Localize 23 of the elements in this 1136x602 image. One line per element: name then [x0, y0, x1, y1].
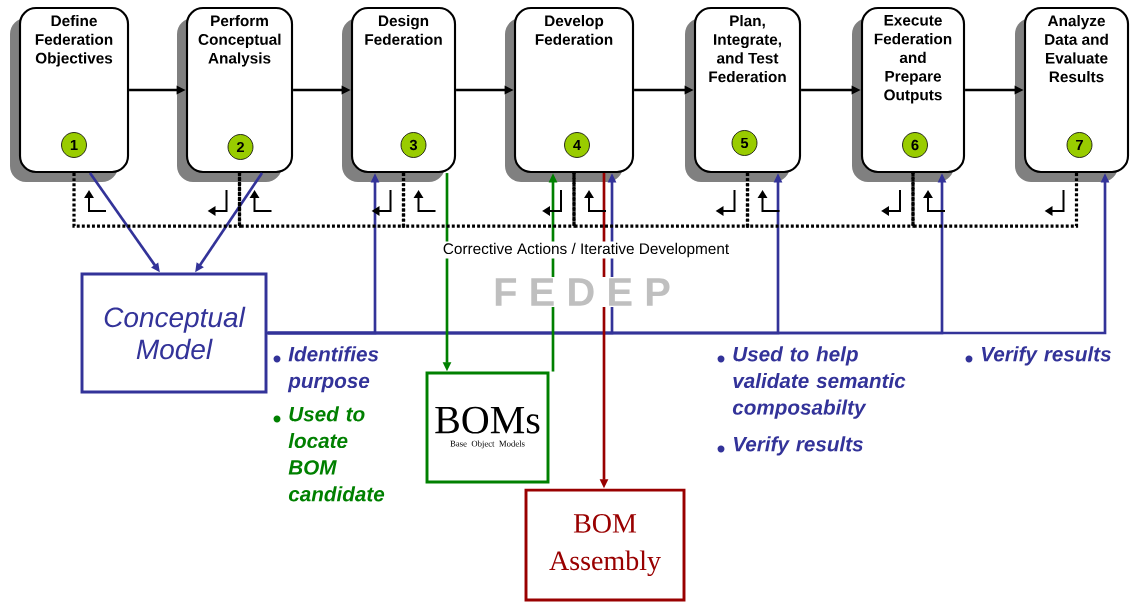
note-text: Verify results [734, 436, 863, 456]
step-number: 7 [1066, 132, 1093, 158]
feedback-line [72, 173, 242, 228]
feedback-line [401, 173, 576, 228]
step-number: 4 [564, 132, 590, 158]
assembly-box: BOM Assembly [524, 488, 686, 602]
note-text: Verify results [982, 346, 1111, 366]
note-text: Identifies purpose [287, 346, 379, 393]
model-box: Conceptual Model [80, 272, 268, 394]
loop-label: Corrective Actions / Iterative Development [441, 241, 731, 259]
step-number: 5 [731, 130, 758, 156]
note-text: Used to locate BOM candidate [288, 406, 385, 502]
boms-box: BOMs Base Object Models [425, 371, 550, 484]
step-number: 3 [400, 132, 427, 158]
watermark-title: F E D E P [491, 276, 673, 308]
step-number: 6 [902, 132, 928, 158]
feedback-line [911, 173, 1079, 228]
feedback-line [237, 173, 406, 228]
step-number: 1 [61, 132, 87, 158]
step-number: 2 [227, 134, 254, 160]
feedback-line [572, 173, 750, 228]
feedback-line [745, 173, 915, 228]
note-text: Used to help validate semantic composabilty [732, 346, 906, 419]
